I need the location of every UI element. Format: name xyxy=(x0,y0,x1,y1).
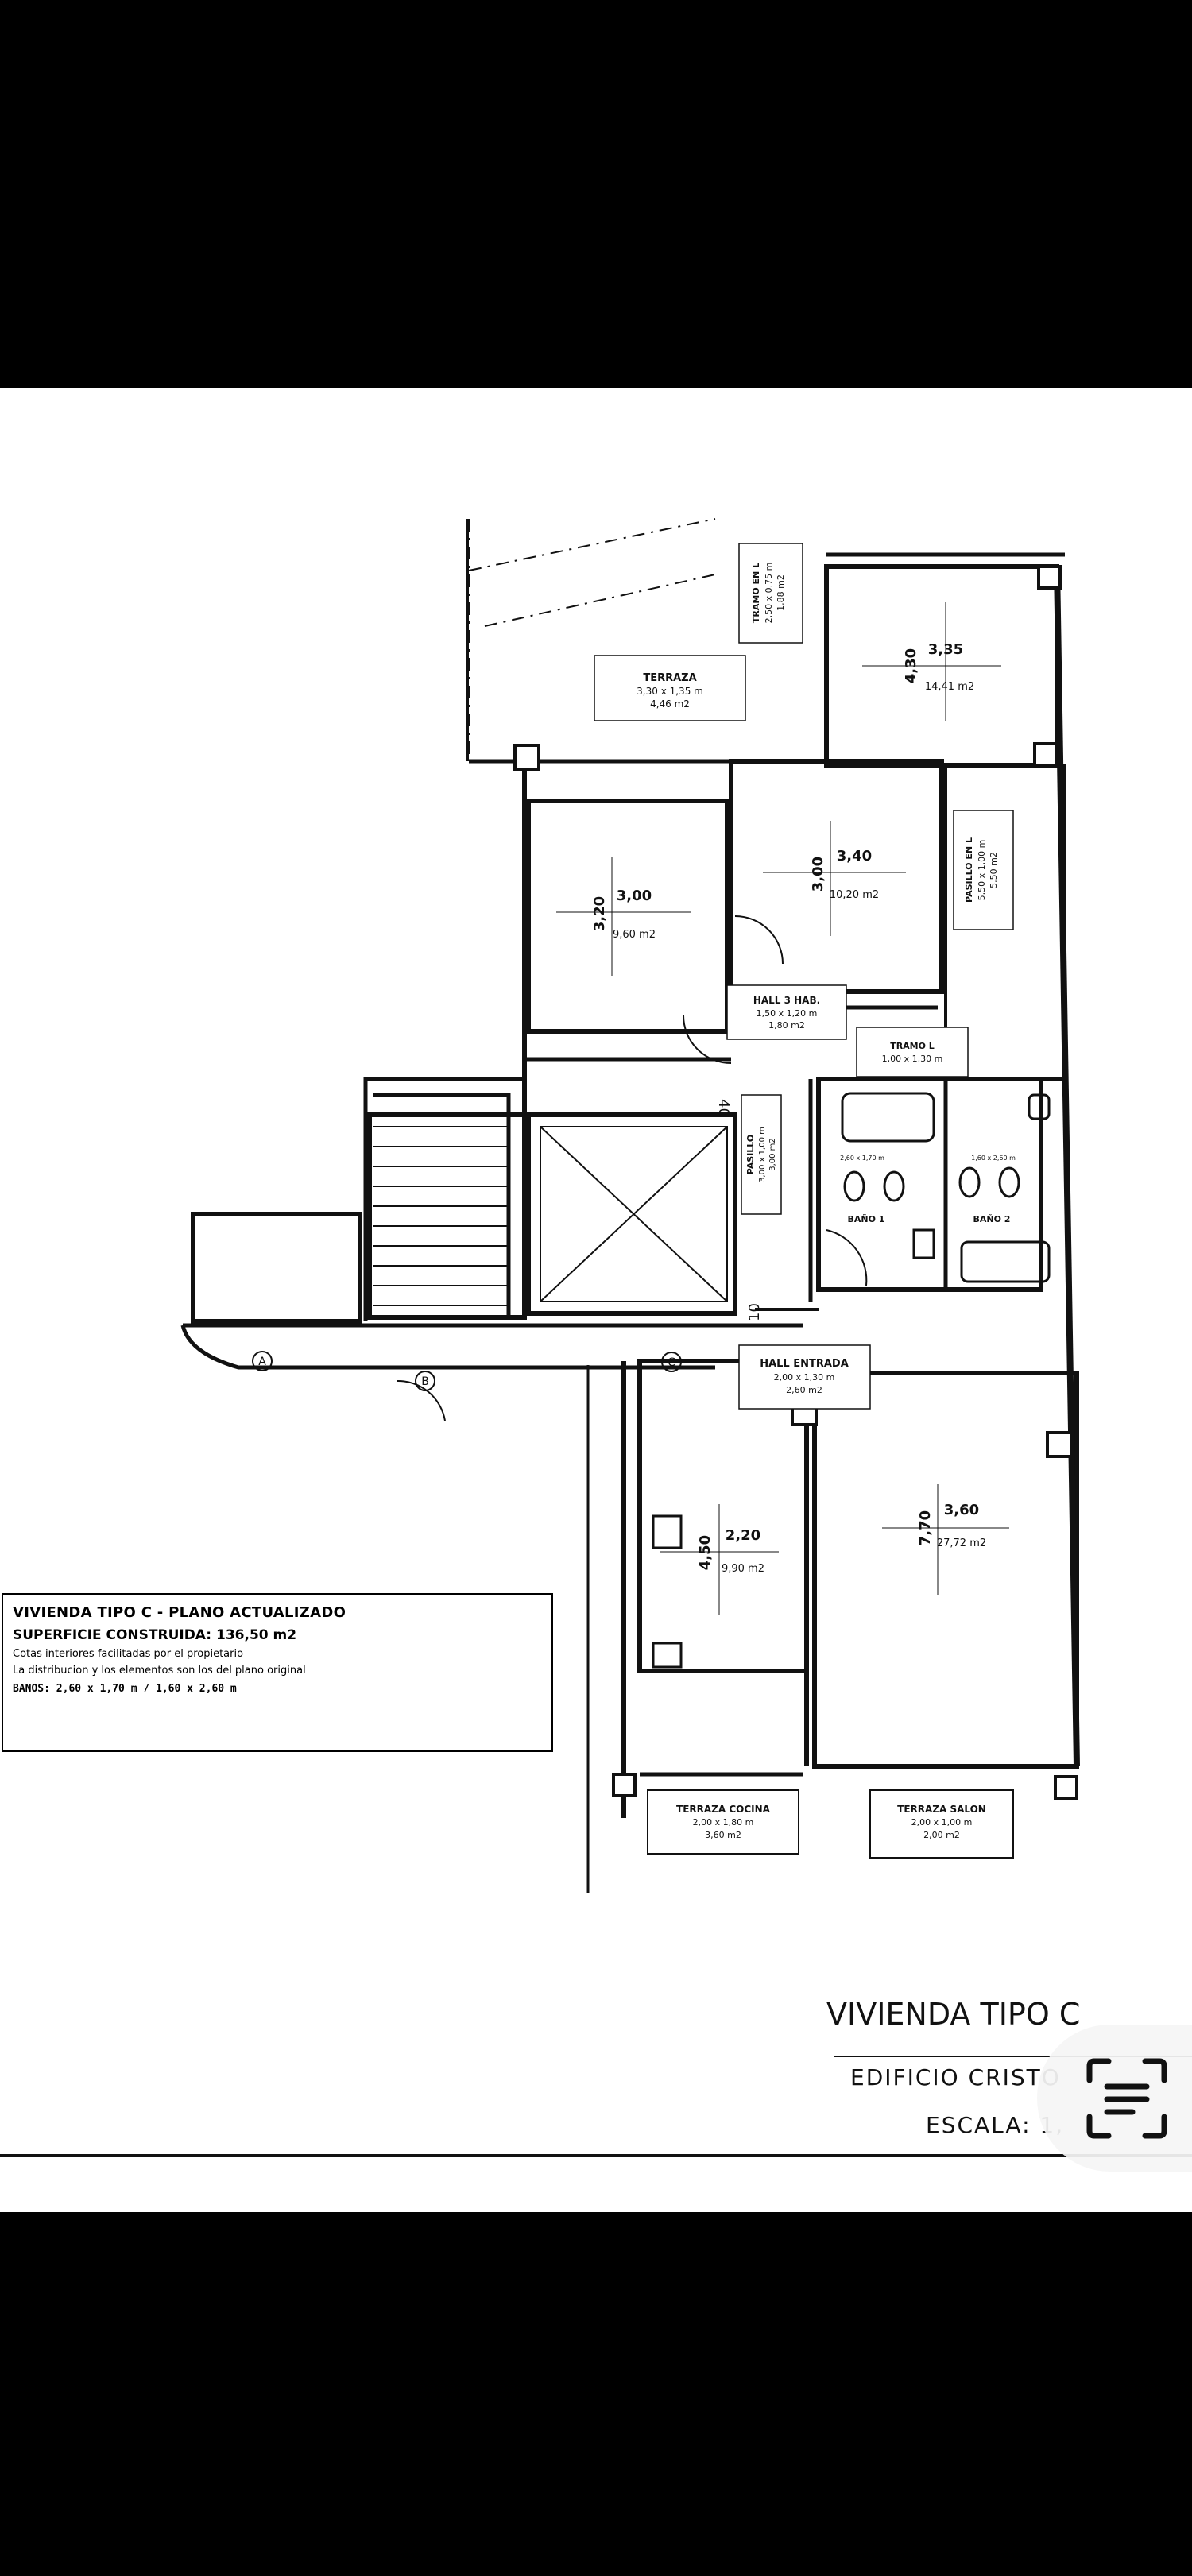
svg-text:5,50 x 1,00 m: 5,50 x 1,00 m xyxy=(977,840,987,901)
svg-text:TERRAZA SALON: TERRAZA SALON xyxy=(897,1804,986,1815)
kitchen-fixtures xyxy=(652,1514,683,1669)
scan-text-icon xyxy=(1086,2058,1167,2139)
svg-text:1,60 x 2,60 m: 1,60 x 2,60 m xyxy=(971,1155,1016,1162)
svg-text:10,20 m2: 10,20 m2 xyxy=(830,889,879,901)
plan-title: VIVIENDA TIPO C - PLANO ACTUALIZADO xyxy=(13,1604,346,1621)
walls xyxy=(191,519,1080,1893)
svg-text:2,50 x 0,75 m: 2,50 x 0,75 m xyxy=(764,563,774,624)
svg-text:3,60: 3,60 xyxy=(944,1502,979,1518)
label-tramo-en-l: TRAMO EN L 2,50 x 0,75 m 1,88 m2 xyxy=(738,543,803,644)
svg-text:3,40: 3,40 xyxy=(837,848,872,864)
svg-text:3,00 x 1,00 m: 3,00 x 1,00 m xyxy=(758,1127,767,1182)
stamp-title: VIVIENDA TIPO C xyxy=(826,1997,1081,2032)
label-bano-2: 1,60 x 2,60 m BAÑO 2 xyxy=(971,1155,1016,1224)
svg-text:3,35: 3,35 xyxy=(928,641,963,658)
label-tramo-l: TRAMO L 1,00 x 1,30 m xyxy=(856,1027,969,1077)
svg-text:TRAMO EN L: TRAMO EN L xyxy=(751,563,761,623)
superficie-construida: SUPERFICIE CONSTRUIDA: 136,50 m2 xyxy=(13,1627,297,1643)
svg-text:1,80 m2: 1,80 m2 xyxy=(768,1020,805,1031)
svg-text:3,00 m2: 3,00 m2 xyxy=(768,1138,777,1171)
banos-dimensions: BANOS: 2,60 x 1,70 m / 1,60 x 2,60 m xyxy=(13,1683,237,1695)
svg-text:9,90 m2: 9,90 m2 xyxy=(722,1563,764,1575)
svg-text:2,00 x 1,80 m: 2,00 x 1,80 m xyxy=(693,1817,754,1828)
svg-text:A: A xyxy=(258,1356,266,1368)
svg-text:C: C xyxy=(668,1356,675,1369)
note-cotas: Cotas interiores facilitadas por el prop… xyxy=(13,1648,244,1660)
svg-text:27,72 m2: 27,72 m2 xyxy=(937,1537,986,1549)
svg-text:2,00 m2: 2,00 m2 xyxy=(923,1830,960,1840)
svg-text:1,50 x 1,20 m: 1,50 x 1,20 m xyxy=(757,1008,818,1019)
svg-text:TERRAZA COCINA: TERRAZA COCINA xyxy=(676,1804,771,1815)
svg-text:9,60 m2: 9,60 m2 xyxy=(613,929,656,941)
room-dorm-1: 3,35 4,30 14,41 m2 xyxy=(862,602,1001,721)
svg-text:2,20: 2,20 xyxy=(726,1527,760,1544)
label-bano-1: 2,60 x 1,70 m BAÑO 1 xyxy=(840,1155,884,1224)
note-distribucion: La distribucion y los elementos son los … xyxy=(13,1665,306,1677)
mark-40: 40 xyxy=(715,1099,732,1117)
svg-text:3,60 m2: 3,60 m2 xyxy=(705,1830,741,1840)
svg-text:3,00: 3,00 xyxy=(810,857,826,892)
svg-text:7,70: 7,70 xyxy=(917,1510,934,1545)
svg-text:2,00 x 1,00 m: 2,00 x 1,00 m xyxy=(911,1817,973,1828)
svg-text:3,00: 3,00 xyxy=(617,888,652,904)
svg-text:PASILLO: PASILLO xyxy=(745,1135,756,1175)
svg-text:3,20: 3,20 xyxy=(591,896,608,931)
svg-text:1,88 m2: 1,88 m2 xyxy=(776,574,786,611)
corridor xyxy=(180,1077,803,1370)
svg-text:1,00 x 1,30 m: 1,00 x 1,30 m xyxy=(882,1054,943,1064)
axis-mark-a: A xyxy=(252,1351,273,1371)
svg-text:4,30: 4,30 xyxy=(903,648,919,683)
mark-10-lower: 10 xyxy=(746,1303,763,1321)
label-hall-3-hab: HALL 3 HAB. 1,50 x 1,20 m 1,80 m2 xyxy=(726,984,847,1040)
label-terraza: TERRAZA 3,30 x 1,35 m 4,46 m2 xyxy=(594,655,746,721)
bathroom-fixtures xyxy=(841,1092,1051,1283)
axis-mark-b: B xyxy=(415,1371,435,1391)
stamp-building: EDIFICIO CRISTO xyxy=(850,2064,1061,2091)
svg-text:4,50: 4,50 xyxy=(697,1535,714,1570)
svg-text:BAÑO 2: BAÑO 2 xyxy=(973,1214,1011,1224)
label-pasillo-en-l: PASILLO EN L 5,50 x 1,00 m 5,50 m2 xyxy=(953,810,1014,930)
floor-plan-drawing: A B C 40 10 10 3,35 4,30 14,41 m2 3,40 3… xyxy=(0,518,1192,2157)
floor-plan-sheet: A B C 40 10 10 3,35 4,30 14,41 m2 3,40 3… xyxy=(0,388,1192,2212)
svg-text:2,60 m2: 2,60 m2 xyxy=(786,1385,822,1395)
room-salon: 3,60 7,70 27,72 m2 xyxy=(882,1484,1009,1595)
svg-text:HALL ENTRADA: HALL ENTRADA xyxy=(760,1358,849,1370)
svg-text:TERRAZA: TERRAZA xyxy=(643,672,696,684)
lift-shaft xyxy=(540,1126,728,1302)
dashed-roof-lines xyxy=(468,518,716,761)
room-cocina: 2,20 4,50 9,90 m2 xyxy=(660,1504,779,1615)
label-hall-entrada: HALL ENTRADA 2,00 x 1,30 m 2,60 m2 xyxy=(738,1344,871,1410)
svg-text:5,50 m2: 5,50 m2 xyxy=(989,852,999,888)
label-pasillo: PASILLO 3,00 x 1,00 m 3,00 m2 xyxy=(741,1094,782,1215)
stairs xyxy=(373,1126,509,1306)
label-terraza-cocina: TERRAZA COCINA 2,00 x 1,80 m 3,60 m2 xyxy=(647,1789,799,1855)
room-dorm-3: 3,00 3,20 9,60 m2 xyxy=(556,857,691,976)
svg-text:BAÑO 1: BAÑO 1 xyxy=(848,1214,885,1224)
svg-text:4,46 m2: 4,46 m2 xyxy=(650,698,690,710)
svg-text:2,00 x 1,30 m: 2,00 x 1,30 m xyxy=(774,1372,835,1383)
title-block: VIVIENDA TIPO C - PLANO ACTUALIZADO SUPE… xyxy=(2,1593,553,1752)
axis-mark-c: C xyxy=(661,1352,682,1372)
svg-text:HALL 3 HAB.: HALL 3 HAB. xyxy=(753,995,820,1006)
svg-text:14,41 m2: 14,41 m2 xyxy=(925,681,974,693)
svg-text:PASILLO EN L: PASILLO EN L xyxy=(964,837,974,903)
svg-text:3,30 x 1,35 m: 3,30 x 1,35 m xyxy=(637,686,703,697)
svg-text:2,60 x 1,70 m: 2,60 x 1,70 m xyxy=(840,1155,884,1162)
svg-text:B: B xyxy=(421,1375,429,1388)
scan-text-button[interactable] xyxy=(1037,2025,1192,2172)
svg-text:TRAMO L: TRAMO L xyxy=(890,1041,935,1051)
label-terraza-salon: TERRAZA SALON 2,00 x 1,00 m 2,00 m2 xyxy=(869,1789,1014,1859)
room-dorm-2: 3,40 3,00 10,20 m2 xyxy=(763,821,906,936)
